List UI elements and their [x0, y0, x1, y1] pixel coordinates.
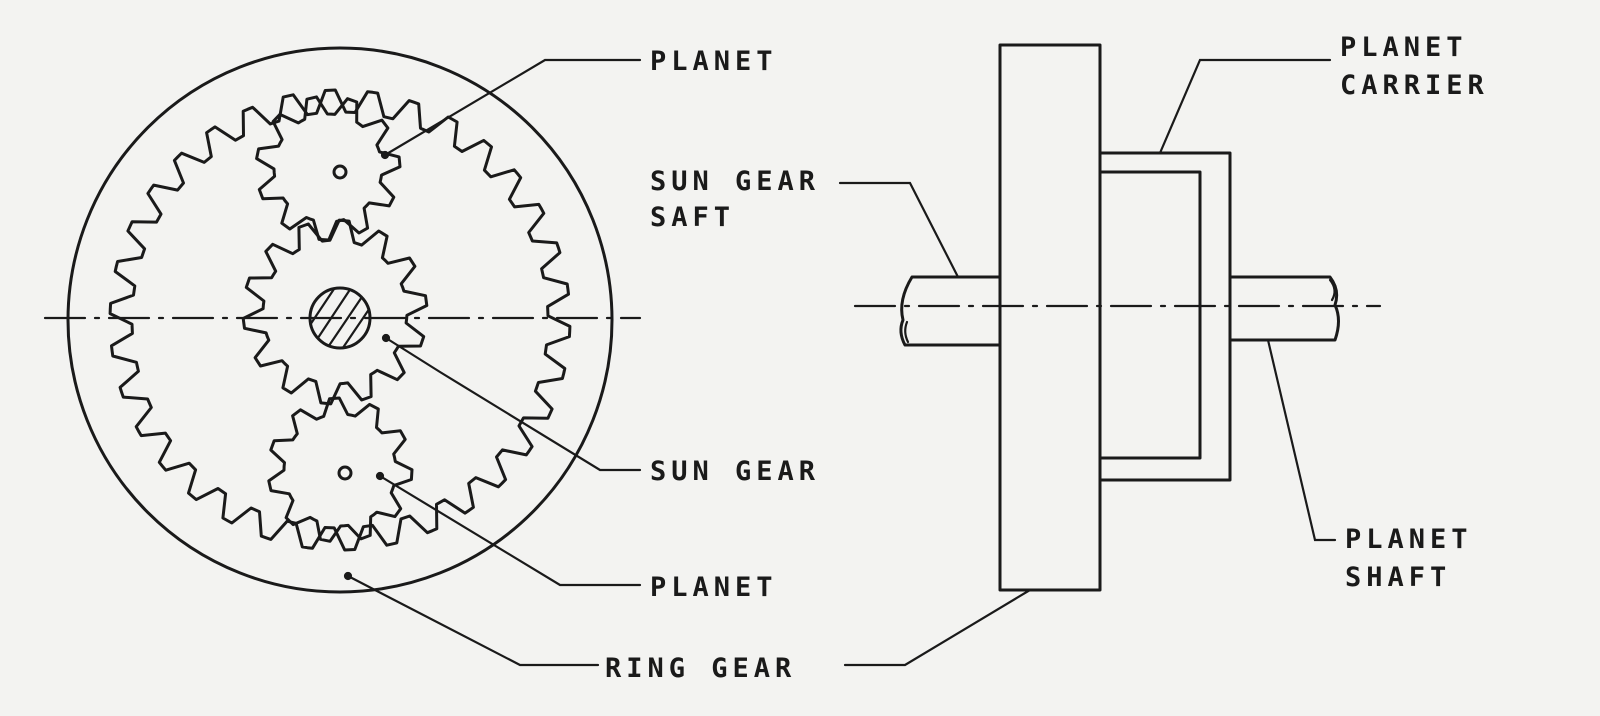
label-sun-gear: SUN GEAR	[650, 456, 820, 487]
ring-gear-outer-circle	[66, 46, 614, 594]
leader-ring-gear-right	[843, 588, 1032, 667]
planet-carrier-inner	[1098, 170, 1202, 460]
ring-gear-side	[998, 43, 1102, 592]
label-ring-gear: RING GEAR	[605, 653, 796, 684]
leader-planet-shaft	[1266, 338, 1337, 542]
label-sun-gear-shaft-2: SAFT	[650, 202, 735, 233]
front-view	[43, 46, 642, 594]
planet-gear-top	[255, 95, 402, 242]
planet-top-pin	[332, 164, 348, 180]
label-planet-carrier-2: CARRIER	[1340, 70, 1489, 101]
leader-planet-bottom	[378, 474, 642, 587]
leader-sun-gear-shaft	[838, 181, 960, 279]
output-shaft-break	[1328, 278, 1336, 302]
ring-gear-internal-teeth	[108, 88, 572, 552]
label-sun-gear-shaft-1: SUN GEAR	[650, 166, 820, 197]
leader-sun-gear	[384, 336, 642, 472]
sun-gear-shaft	[899, 275, 1002, 347]
label-planet-carrier-1: PLANET	[1340, 32, 1468, 63]
leader-planet-top	[383, 58, 642, 157]
label-planet-shaft-2: SHAFT	[1345, 562, 1451, 593]
side-view	[853, 43, 1382, 592]
planet-bottom-pin	[337, 465, 353, 481]
labels: PLANET SUN GEAR PLANET RING GEAR PLANET …	[605, 32, 1489, 684]
output-shaft	[1228, 275, 1340, 342]
sun-shaft-break	[904, 320, 910, 344]
leader-planet-carrier	[1158, 58, 1332, 155]
leader-lines	[343, 58, 1337, 667]
label-planet-bottom: PLANET	[650, 572, 778, 603]
planet-carrier-outer	[1098, 151, 1232, 482]
label-planet-shaft-1: PLANET	[1345, 524, 1473, 555]
leader-ring-gear-left	[346, 574, 600, 667]
planet-gear-bottom	[267, 396, 414, 543]
sun-gear	[241, 218, 429, 406]
label-planet-top: PLANET	[650, 46, 778, 77]
